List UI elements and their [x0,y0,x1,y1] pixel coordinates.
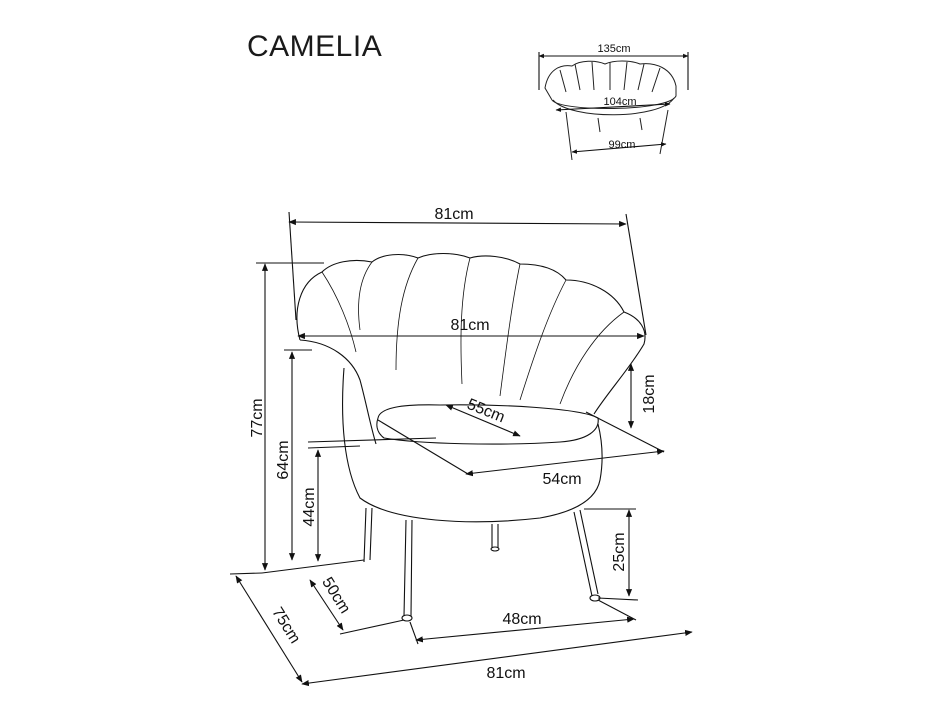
label-arm-above-seat: 18cm [641,374,658,413]
sofa-width-total: 135cm [597,43,630,55]
label-height-arms: 64cm [275,440,292,479]
label-leg-width: 48cm [502,611,541,628]
sofa-width-seat: 104cm [603,96,636,108]
label-seat-width: 54cm [542,471,581,488]
label-width-arms: 81cm [450,317,489,334]
armchair-outline [296,252,646,622]
label-width-top: 81cm [434,206,473,223]
sofa-thumbnail: 135cm 104cm 99cm [538,43,689,161]
product-title: CAMELIA [247,30,383,63]
label-width-bottom: 81cm [486,665,525,682]
label-depth-total: 75cm [268,605,303,647]
dimension-lines [229,211,693,687]
sofa-width-legs: 99cm [609,139,636,151]
label-leg-height: 25cm [611,532,628,571]
label-leg-depth: 50cm [318,575,353,617]
label-height-seat: 44cm [301,487,318,526]
label-height-total: 77cm [249,398,266,437]
